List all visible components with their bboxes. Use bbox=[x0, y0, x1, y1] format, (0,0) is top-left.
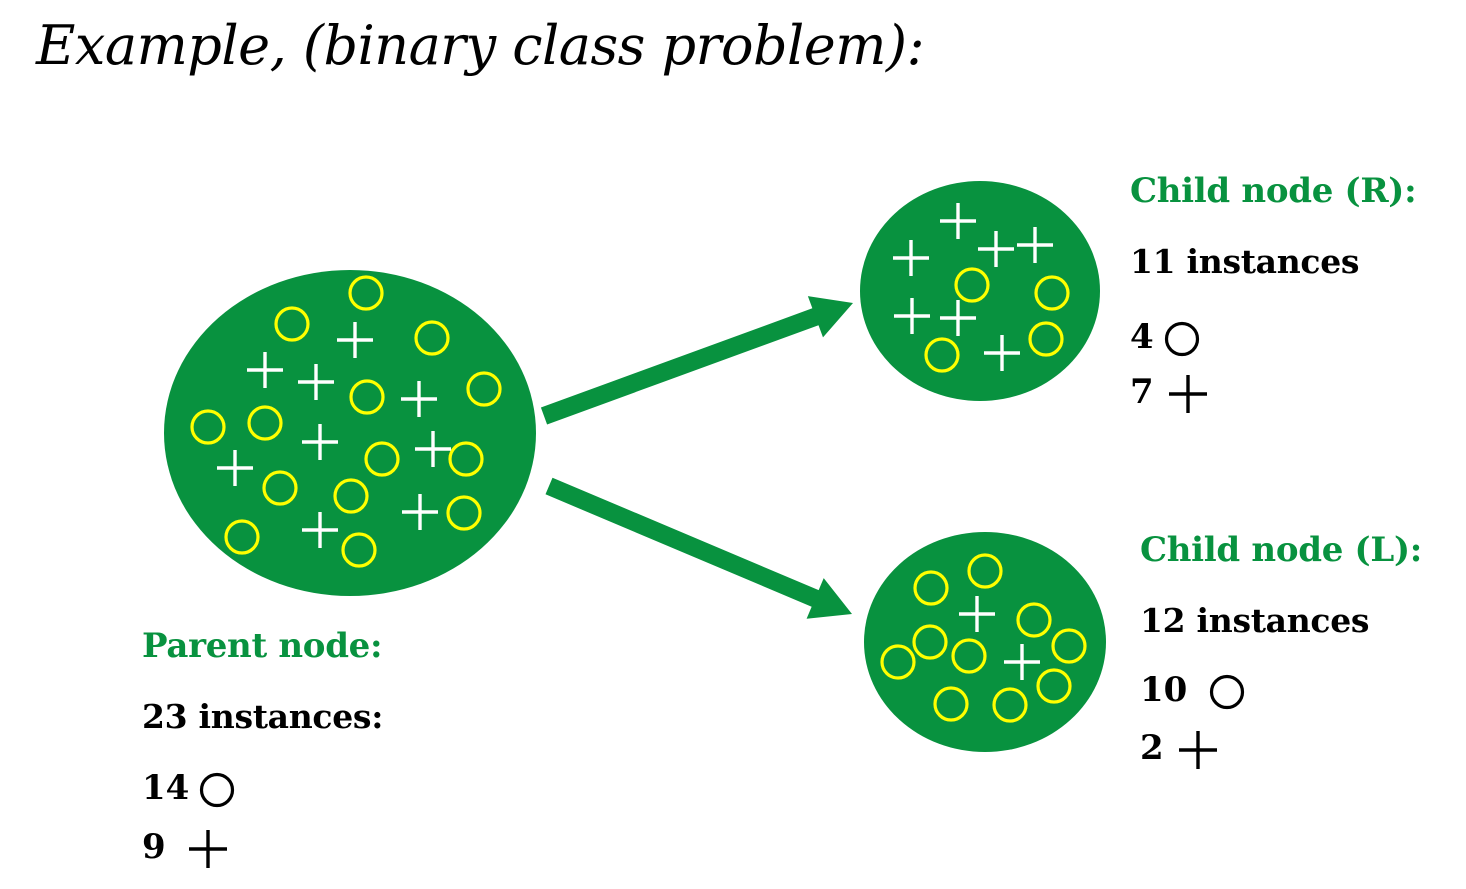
page-title: Example, (binary class problem): bbox=[36, 14, 925, 77]
circle-marker bbox=[333, 478, 369, 514]
plus-marker bbox=[978, 231, 1014, 267]
circle-marker bbox=[1036, 668, 1072, 704]
plus-marker bbox=[894, 298, 930, 334]
arrow-to-right-child-icon bbox=[540, 296, 853, 425]
child-left-plus-count-row: 2 bbox=[1140, 728, 1220, 772]
circle-marker bbox=[448, 441, 484, 477]
circle-marker bbox=[880, 644, 916, 680]
circle-marker bbox=[224, 519, 260, 555]
nodes-layer bbox=[164, 181, 1106, 752]
circle-marker bbox=[414, 320, 450, 356]
parent-node-heading: Parent node: bbox=[142, 626, 383, 666]
plus-marker bbox=[247, 352, 283, 388]
parent-node-instances: 23 instances: bbox=[142, 697, 384, 736]
child-right-heading: Child node (R): bbox=[1130, 171, 1417, 211]
circle-marker bbox=[190, 409, 226, 445]
circle-marker bbox=[954, 267, 990, 303]
circle-marker bbox=[446, 495, 482, 531]
circle-marker bbox=[348, 275, 384, 311]
circle-marker bbox=[341, 532, 377, 568]
child-node-left bbox=[864, 532, 1106, 752]
circle-marker bbox=[1028, 321, 1064, 357]
plus-icon bbox=[1168, 375, 1207, 413]
plus-marker bbox=[217, 450, 253, 486]
child-right-instances: 11 instances bbox=[1130, 242, 1360, 281]
circle-marker bbox=[274, 306, 310, 342]
circle-marker bbox=[262, 470, 298, 506]
plus-marker bbox=[1004, 644, 1040, 680]
plus-marker bbox=[401, 381, 437, 417]
circle-marker bbox=[913, 570, 949, 606]
plus-marker bbox=[940, 203, 976, 239]
plus-marker bbox=[984, 335, 1020, 371]
circle-marker bbox=[933, 686, 969, 722]
plus-icon bbox=[188, 830, 227, 868]
circle-icon bbox=[200, 772, 235, 808]
child-right-plus-count: 7 bbox=[1130, 372, 1154, 412]
circle-icon bbox=[1210, 674, 1245, 710]
plus-marker bbox=[402, 494, 438, 530]
circle-marker bbox=[951, 638, 987, 674]
parent-plus-count-row: 9 bbox=[142, 827, 230, 871]
plus-marker bbox=[959, 596, 995, 632]
circle-marker bbox=[1051, 628, 1087, 664]
circle-marker bbox=[349, 379, 385, 415]
plus-marker bbox=[302, 512, 338, 548]
circle-marker bbox=[967, 553, 1003, 589]
plus-marker bbox=[298, 364, 334, 400]
child-left-instances: 12 instances bbox=[1140, 601, 1370, 640]
arrow-to-left-child-icon bbox=[545, 477, 852, 619]
plus-marker bbox=[1017, 227, 1053, 263]
circle-marker bbox=[924, 337, 960, 373]
plus-icon bbox=[1178, 731, 1217, 769]
circle-marker bbox=[1016, 602, 1052, 638]
child-right-circle-count-row: 4 bbox=[1130, 317, 1204, 359]
plus-marker bbox=[337, 322, 373, 358]
plus-marker bbox=[302, 424, 338, 460]
child-left-plus-count: 2 bbox=[1140, 728, 1164, 768]
parent-plus-count: 9 bbox=[142, 827, 166, 867]
markers-layer bbox=[190, 203, 1087, 723]
circle-marker bbox=[466, 371, 502, 407]
child-left-circle-count: 10 bbox=[1140, 670, 1188, 710]
arrows-layer bbox=[540, 296, 853, 619]
parent-node bbox=[164, 270, 536, 596]
circle-marker bbox=[992, 687, 1028, 723]
circle-marker bbox=[247, 405, 283, 441]
child-left-heading: Child node (L): bbox=[1140, 530, 1422, 570]
plus-marker bbox=[415, 431, 451, 467]
parent-circle-count: 14 bbox=[142, 768, 190, 808]
circle-marker bbox=[364, 441, 400, 477]
circle-icon bbox=[1164, 321, 1199, 357]
circle-marker bbox=[912, 624, 948, 660]
child-node-right bbox=[860, 181, 1100, 401]
plus-marker bbox=[893, 240, 929, 276]
circle-marker bbox=[1034, 275, 1070, 311]
plus-marker bbox=[940, 300, 976, 336]
child-left-circle-count-row: 10 bbox=[1140, 670, 1249, 712]
child-right-circle-count: 4 bbox=[1130, 317, 1154, 357]
child-right-plus-count-row: 7 bbox=[1130, 372, 1210, 416]
parent-circle-count-row: 14 bbox=[142, 768, 239, 810]
